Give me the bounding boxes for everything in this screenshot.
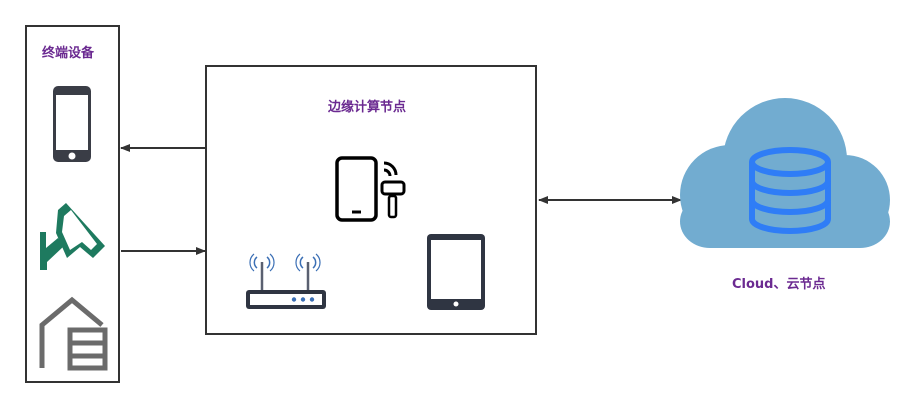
smart-home-icon xyxy=(39,296,108,371)
router-icon xyxy=(246,253,326,309)
cloud-label: Cloud、云节点 xyxy=(732,277,826,292)
smartphone-icon xyxy=(53,86,91,162)
database-icon xyxy=(749,147,831,234)
tablet-icon xyxy=(427,234,485,310)
terminal-devices-title: 终端设备 xyxy=(42,46,95,61)
phone-remote-icon xyxy=(335,156,406,222)
edge-node-title: 边缘计算节点 xyxy=(328,100,407,115)
camera-icon xyxy=(40,203,105,270)
